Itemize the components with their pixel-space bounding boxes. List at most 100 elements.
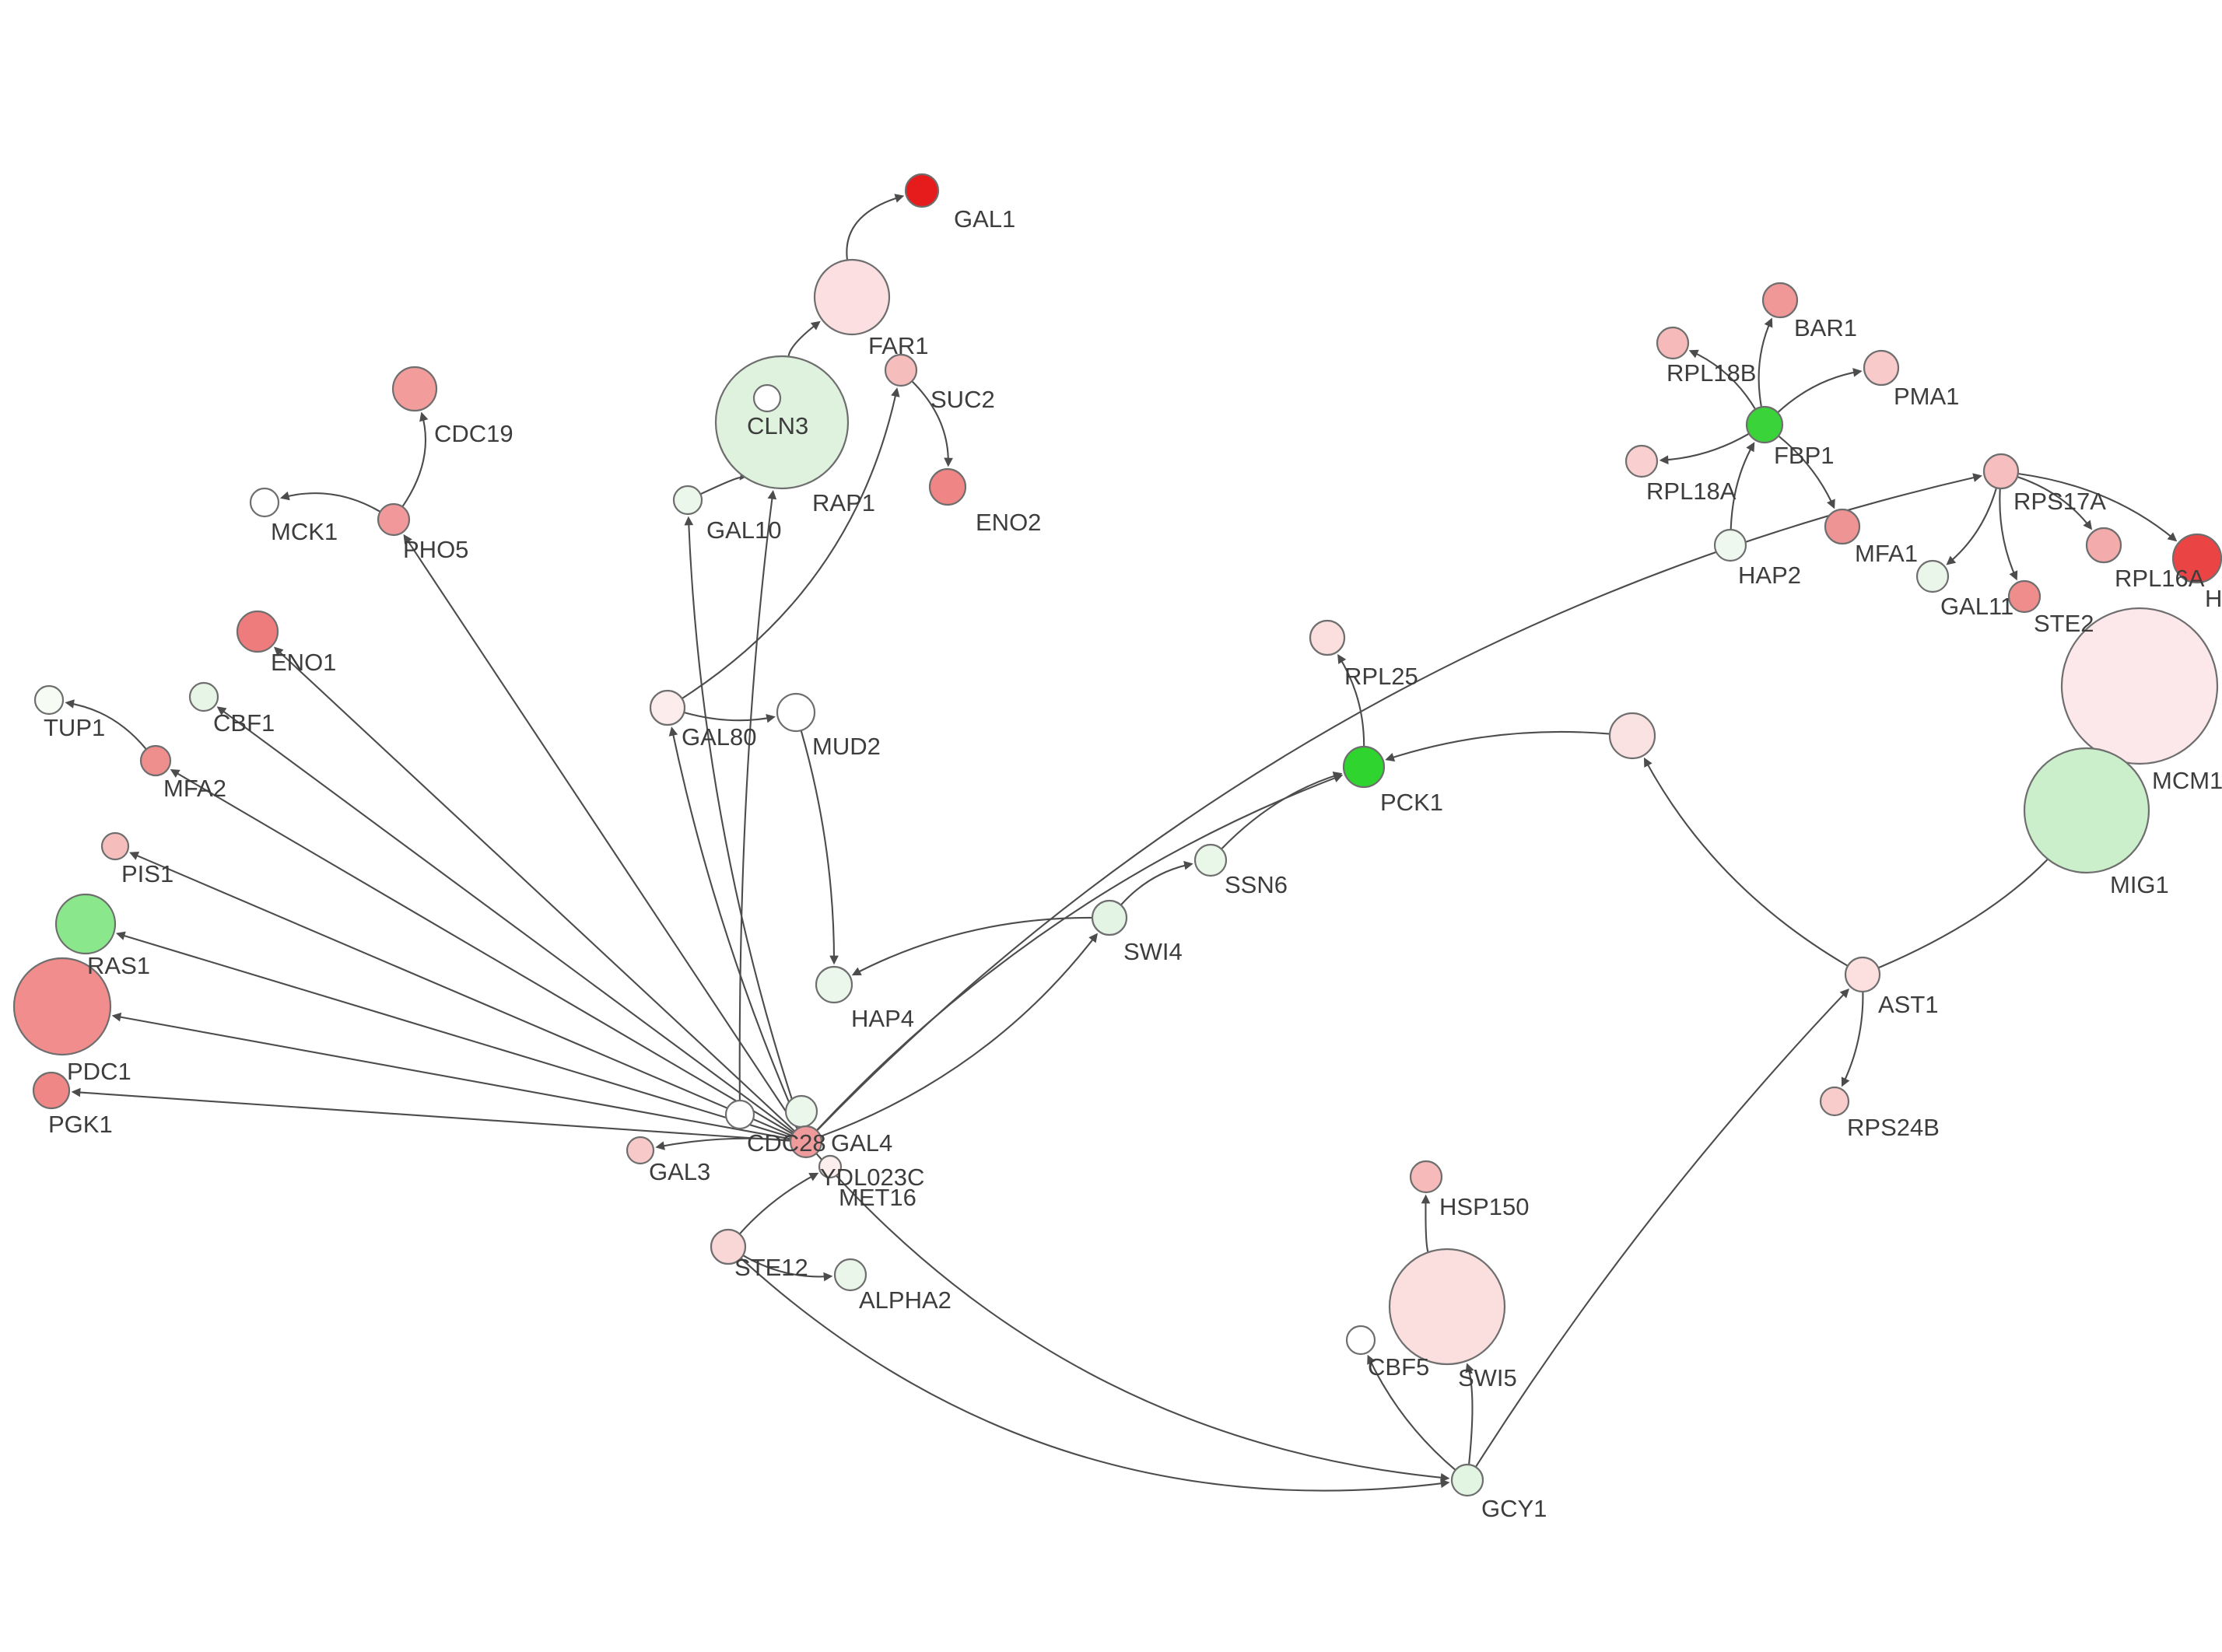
node-rpl18b[interactable] — [1656, 326, 1690, 360]
node-rps17a[interactable] — [1982, 453, 2020, 490]
node-pma1[interactable] — [1863, 349, 1900, 387]
node-hap2[interactable] — [1713, 528, 1747, 562]
node-mud2[interactable] — [776, 692, 816, 733]
node-met16[interactable] — [818, 1154, 843, 1179]
node-cbf5[interactable] — [1345, 1325, 1376, 1356]
edge-PHO5-MCK1[interactable] — [279, 491, 381, 513]
node-cbf1[interactable] — [188, 681, 219, 712]
edge-RPS17A-HIS4[interactable] — [2017, 472, 2178, 542]
node-eno2[interactable] — [928, 467, 967, 506]
edge-SUC2-ENO2[interactable] — [911, 380, 953, 467]
node-ydl023c[interactable] — [784, 1094, 818, 1129]
edge-GAL4-CBF1[interactable] — [216, 706, 794, 1133]
node-gal1[interactable] — [904, 173, 940, 208]
node-rpl16a[interactable] — [2085, 527, 2122, 564]
edge-RPS17A-GAL11[interactable] — [1946, 487, 1997, 565]
edge-GAL80-SUC2[interactable] — [681, 387, 900, 699]
edge-GAL4-SWI4[interactable] — [820, 933, 1098, 1138]
edge-MFA2-TUP1[interactable] — [65, 699, 147, 751]
edge-GAL4-PCK1[interactable] — [815, 773, 1344, 1132]
node-tup1[interactable] — [33, 684, 65, 716]
node-pgk1[interactable] — [32, 1071, 71, 1110]
node-rpl25[interactable] — [1309, 619, 1346, 656]
node-gcy1[interactable] — [1450, 1463, 1484, 1497]
node-swi5[interactable] — [1388, 1248, 1506, 1366]
edge-GAL4-GAL10[interactable] — [684, 516, 802, 1128]
node-mck1[interactable] — [249, 487, 280, 518]
node-hap4[interactable] — [815, 965, 853, 1004]
node-ste12[interactable] — [710, 1228, 747, 1265]
node-fbp1[interactable] — [1745, 405, 1784, 444]
edge-FBP1-MFA1[interactable] — [1778, 435, 1835, 509]
edge-CLN3-FAR1[interactable] — [787, 320, 821, 357]
edge-GAL4-PIS1[interactable] — [129, 851, 793, 1137]
edge-GAL4-RPS17A[interactable] — [816, 473, 1982, 1132]
edge-PCK1-RPL25[interactable] — [1337, 653, 1365, 747]
node-mfa2[interactable] — [139, 744, 172, 777]
node-gal10[interactable] — [672, 485, 703, 516]
edge-GAL4-GAL3[interactable] — [655, 1137, 791, 1150]
edge-GAL4-PHO5[interactable] — [403, 534, 798, 1129]
node-suc2[interactable] — [884, 353, 918, 387]
edge-FAR1-GAL1[interactable] — [846, 194, 905, 261]
edge-GCY1-AST1[interactable] — [1474, 988, 1850, 1468]
edge-NODE1-PCK1[interactable] — [1385, 730, 1610, 762]
edge-GCY1-CBF5[interactable] — [1367, 1354, 1456, 1471]
node-rps24b[interactable] — [1819, 1086, 1850, 1117]
node-cdc19[interactable] — [391, 366, 438, 412]
node-gal4[interactable] — [789, 1125, 823, 1159]
edge-SSN6-PCK1[interactable] — [1221, 772, 1343, 850]
node-gal80[interactable] — [649, 689, 686, 726]
node-pck1[interactable] — [1342, 745, 1386, 789]
node-pis1[interactable] — [100, 831, 130, 861]
node-ast1[interactable] — [1844, 956, 1881, 993]
edge-GAL80-MUD2[interactable] — [683, 711, 776, 723]
edge-STE12-ALPHA2[interactable] — [742, 1255, 833, 1282]
node-gal3[interactable] — [626, 1136, 655, 1165]
edge-GAL4-ENO1[interactable] — [273, 646, 796, 1132]
edge-AST1-RPS24B[interactable] — [1841, 991, 1864, 1087]
edge-GAL10-CLN3[interactable] — [699, 470, 749, 495]
edge-GCY1-SWI5[interactable] — [1465, 1363, 1474, 1465]
edge-RPS17A-RPL16A[interactable] — [2017, 476, 2093, 530]
node-bar1[interactable] — [1761, 282, 1799, 319]
node-rap1[interactable] — [752, 383, 782, 413]
node-gal11[interactable] — [1915, 559, 1950, 593]
node-mcm1[interactable] — [2060, 607, 2219, 765]
edge-GAL4-RAS1[interactable] — [115, 931, 792, 1139]
node-rpl18a[interactable] — [1624, 444, 1659, 478]
edge-FBP1-PMA1[interactable] — [1777, 368, 1863, 414]
node-his4[interactable] — [2171, 533, 2222, 584]
node-cln3[interactable] — [714, 355, 850, 490]
edge-FBP1-BAR1[interactable] — [1758, 317, 1773, 408]
node-mig1[interactable] — [2023, 747, 2150, 874]
edge-SWI4-HAP4[interactable] — [851, 916, 1093, 976]
node-mfa1[interactable] — [1824, 508, 1861, 545]
edge-GAL4-PGK1[interactable] — [71, 1087, 791, 1142]
edge-STE12-MET16[interactable] — [738, 1172, 819, 1235]
node-far1[interactable] — [813, 258, 891, 336]
edge-SWI5-HSP150[interactable] — [1421, 1194, 1431, 1253]
edge-GAL4-MFA2[interactable] — [170, 768, 794, 1135]
node-alpha2[interactable] — [833, 1258, 867, 1292]
edge-MUD2-HAP4[interactable] — [800, 730, 839, 965]
node-ssn6[interactable] — [1193, 843, 1228, 877]
edge-FBP1-RPL18A[interactable] — [1659, 432, 1750, 465]
node-swi4[interactable] — [1091, 899, 1128, 936]
edge-PHO5-CDC19[interactable] — [401, 411, 429, 508]
node-cdc28[interactable] — [724, 1099, 755, 1130]
edge-AST1-NODE1[interactable] — [1643, 757, 1849, 967]
node-eno1[interactable] — [236, 610, 279, 653]
edge-SWI4-SSN6[interactable] — [1120, 860, 1193, 906]
edge-HAP2-FBP1[interactable] — [1730, 442, 1755, 530]
edge-GAL4-PDC1[interactable] — [111, 1012, 791, 1140]
node-node1[interactable] — [1608, 712, 1656, 760]
node-pdc1[interactable] — [12, 957, 112, 1056]
node-hsp150[interactable] — [1409, 1160, 1443, 1194]
edge-GAL4-GAL80[interactable] — [668, 726, 801, 1129]
edge-GAL4-GCY1[interactable] — [815, 1153, 1450, 1482]
edge-FBP1-RPL18B[interactable] — [1688, 349, 1757, 410]
node-ste2[interactable] — [2007, 579, 2042, 614]
edge-CDC28-CLN3[interactable] — [738, 489, 777, 1101]
edge-RPS17A-STE2[interactable] — [1999, 488, 2018, 581]
